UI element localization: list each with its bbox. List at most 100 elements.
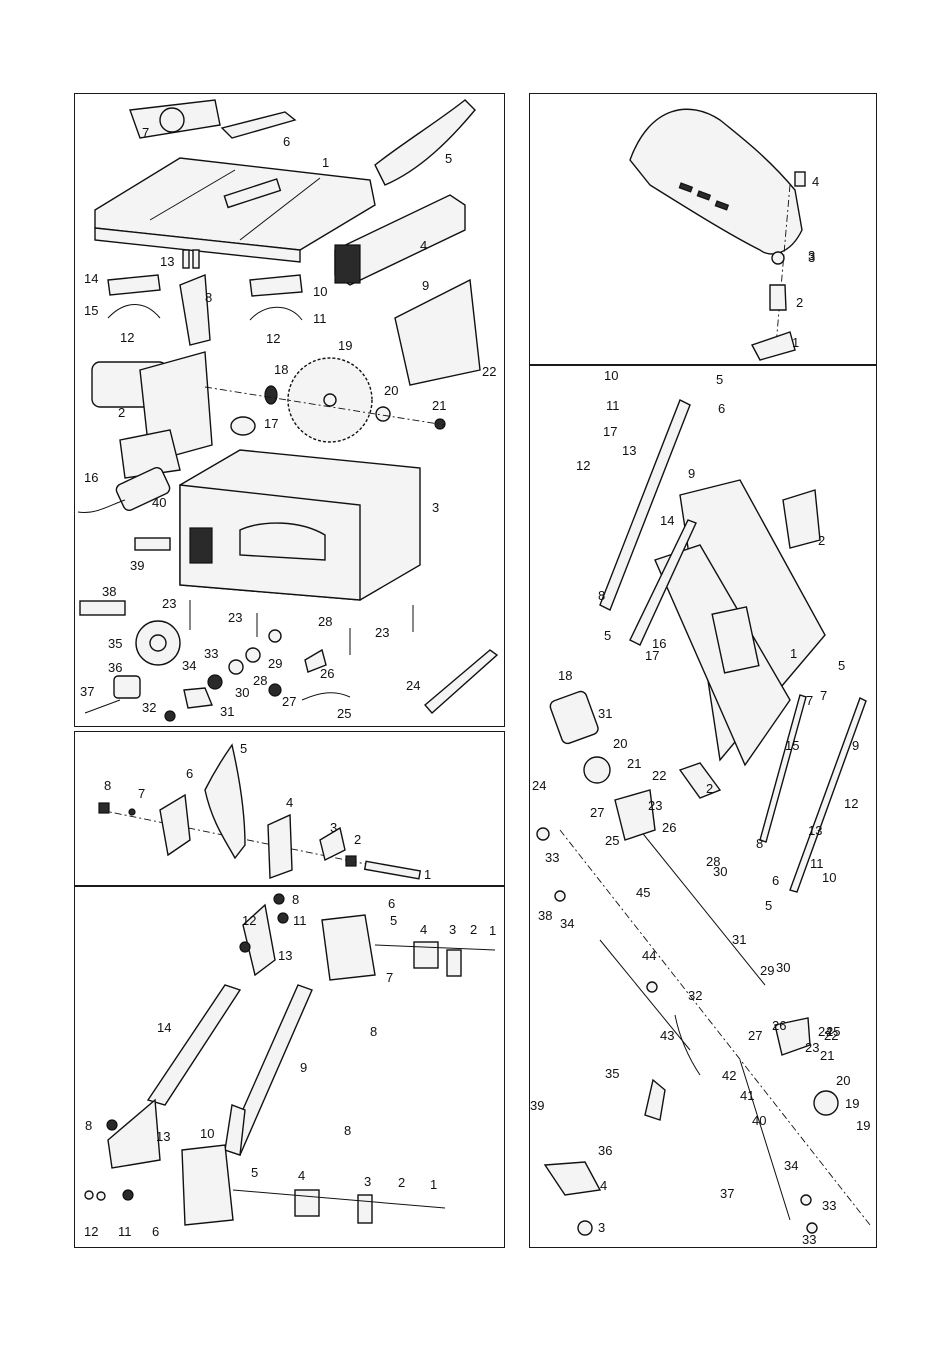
part-label: 5 [838,658,845,673]
part-label: 9 [852,738,859,753]
part-label: 20 [613,736,627,751]
blade-guard-labels: 1 2 3 4 [792,174,819,350]
part-label: 27 [748,1028,762,1043]
part-label: 33 [822,1198,836,1213]
part-label: 5 [240,741,247,756]
part-label: 26 [662,820,676,835]
part-label: 11 [313,311,327,326]
part-label: 34 [182,658,196,673]
part-label: 2 [706,781,713,796]
part-label: 13 [808,823,822,838]
part-label: 20 [384,383,398,398]
part-label: 1 [790,646,797,661]
part-label: 30 [235,685,249,700]
part-label: 14 [660,513,674,528]
part-label: 19 [845,1096,859,1111]
part-label: 6 [718,401,725,416]
part-label: 11 [606,398,620,413]
part-label: 33 [204,646,218,661]
part-label: 17 [603,424,617,439]
part-label: 5 [390,913,397,928]
part-label: 23 [162,596,176,611]
part-label: 15 [785,738,799,753]
part-label: 28 [318,614,332,629]
part-label: 45 [636,885,650,900]
part-label: 9 [300,1060,307,1075]
part-label: 35 [605,1066,619,1081]
part-label: 23 [375,625,389,640]
part-label: 29 [760,963,774,978]
part-label: 13 [278,948,292,963]
part-label: 9 [688,466,695,481]
part-label: 24 [532,778,546,793]
part-label: 36 [598,1143,612,1158]
part-label: 8 [292,892,299,907]
table-mechanism-drawing [536,399,871,1236]
part-label: 15 [84,303,98,318]
part-label: 22 [482,364,496,379]
part-label: 12 [844,796,858,811]
part-label: 25 [826,1024,840,1039]
part-label: 5 [765,898,772,913]
part-label: 29 [268,656,282,671]
part-label: 7 [386,970,393,985]
part-label: 10 [313,284,327,299]
part-label: 33 [545,850,559,865]
part-label: 24 [406,678,420,693]
main-drawing [77,99,499,722]
rip-fence-labels: 1 1 2 2 3 3 4 4 5 5 6 6 7 8 8 8 8 9 10 1… [84,892,496,1239]
part-label: 28 [253,673,267,688]
part-label: 33 [802,1232,816,1247]
part-label: 9 [422,278,429,293]
part-label: 6 [152,1224,159,1239]
part-label: 17 [645,648,659,663]
part-label: 14 [157,1020,171,1035]
part-label: 3 [598,1220,605,1235]
part-label: 12 [84,1224,98,1239]
part-label: 23 [228,610,242,625]
part-label: 3 [364,1174,371,1189]
part-label: 2 [398,1175,405,1190]
part-label: 43 [660,1028,674,1043]
part-label: 25 [605,833,619,848]
part-label: 11 [810,856,824,871]
part-label: 30 [776,960,790,975]
part-label: 32 [688,988,702,1003]
part-label: 18 [274,362,288,377]
part-label: 5 [604,628,611,643]
part-label: 3 [432,500,439,515]
part-label: 1 [430,1177,437,1192]
riving-knife-labels: 1 2 3 4 5 6 7 8 [104,741,431,882]
part-label: 12 [242,913,256,928]
part-label: 8 [104,778,111,793]
part-label: 7 [138,786,145,801]
part-label: 36 [108,660,122,675]
main-labels: 1 2 3 4 5 6 7 8 9 10 11 12 12 13 14 15 1… [80,125,496,721]
part-label: 4 [600,1178,607,1193]
part-label: 38 [102,584,116,599]
part-label: 23 [805,1040,819,1055]
part-label: 31 [598,706,612,721]
part-label: 38 [538,908,552,923]
part-label: 28 [706,854,720,869]
part-label: 42 [722,1068,736,1083]
part-label: 7 [806,693,813,708]
part-label: 12 [120,330,134,345]
part-label: 13 [156,1129,170,1144]
part-label: 2 [470,922,477,937]
part-label: 6 [186,766,193,781]
part-label: 8 [85,1118,92,1133]
part-label: 14 [84,271,98,286]
part-label: 21 [820,1048,834,1063]
rip-fence-drawing [84,893,496,1226]
part-label: 13 [160,254,174,269]
part-label: 1 [322,155,329,170]
part-label: 32 [142,700,156,715]
part-label: 25 [337,706,351,721]
part-label: 39 [530,1098,544,1113]
part-label: 7 [142,125,149,140]
part-label: 31 [220,704,234,719]
part-label: 5 [251,1165,258,1180]
part-label: 1 [424,867,431,882]
part-label: 3 [330,820,337,835]
